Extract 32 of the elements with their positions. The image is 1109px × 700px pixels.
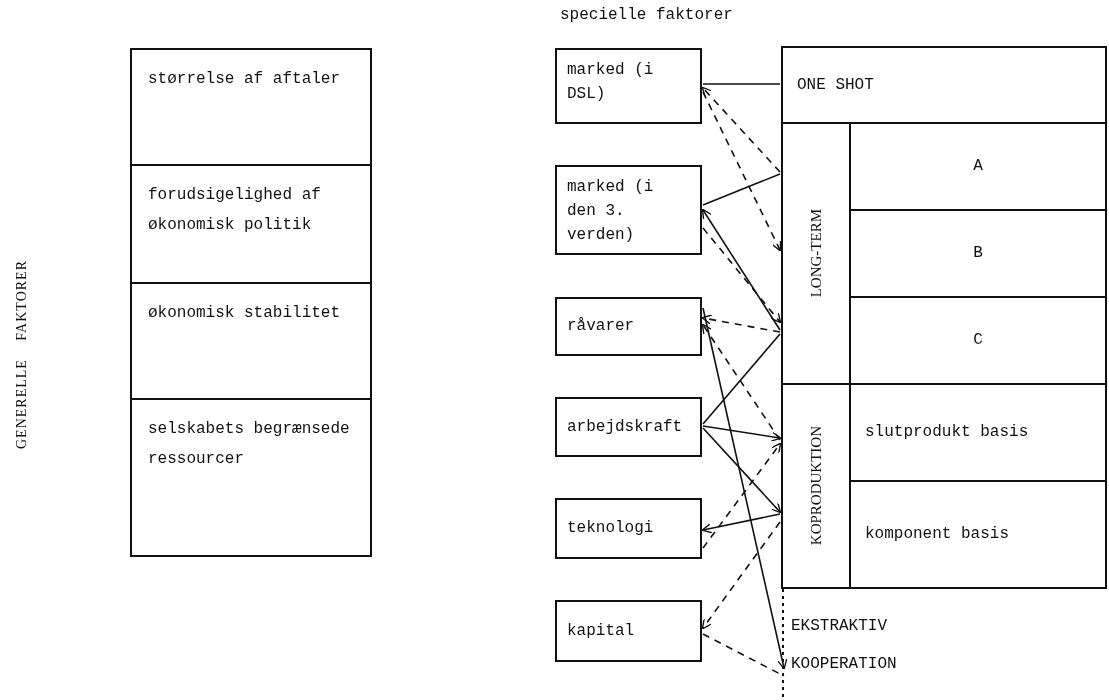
factor-box: marked (i DSL) bbox=[555, 48, 702, 124]
factor-box: råvarer bbox=[555, 297, 702, 356]
factor-box: størrelse af aftaler bbox=[130, 48, 372, 166]
arrow bbox=[701, 521, 781, 630]
factor-box: arbejdskraft bbox=[555, 397, 702, 457]
connector-line bbox=[702, 83, 781, 85]
connector-line bbox=[702, 633, 785, 677]
arrow bbox=[701, 314, 781, 333]
group-box: KOPRODUKTION bbox=[781, 383, 851, 589]
side-label: GENERELLE FAKTORER bbox=[13, 259, 30, 452]
arrow bbox=[702, 307, 788, 670]
factor-box: komponent basis bbox=[849, 480, 1107, 589]
label-text: EKSTRAKTIV KOOPERATION bbox=[785, 600, 985, 690]
factor-box: ONE SHOT bbox=[781, 46, 1107, 124]
arrow bbox=[701, 86, 781, 173]
factor-box: selskabets begrænsede ressourcer bbox=[130, 398, 372, 557]
arrow bbox=[702, 91, 782, 252]
factor-box: forudsigelighed af økonomisk politik bbox=[130, 164, 372, 284]
arrow bbox=[702, 442, 782, 549]
connector-line bbox=[702, 333, 781, 425]
connector-line bbox=[702, 173, 781, 206]
factor-box: økonomisk stabilitet bbox=[130, 282, 372, 400]
arrow bbox=[702, 427, 782, 514]
factor-box: kapital bbox=[555, 600, 702, 662]
factor-box: marked (i den 3. verden) bbox=[555, 165, 702, 255]
arrow bbox=[702, 227, 782, 324]
arrow bbox=[701, 323, 781, 441]
arrow bbox=[701, 208, 781, 331]
arrow bbox=[701, 513, 781, 534]
arrow bbox=[702, 425, 782, 442]
factor-box: teknologi bbox=[555, 498, 702, 559]
heading: specielle faktorer bbox=[560, 6, 733, 24]
